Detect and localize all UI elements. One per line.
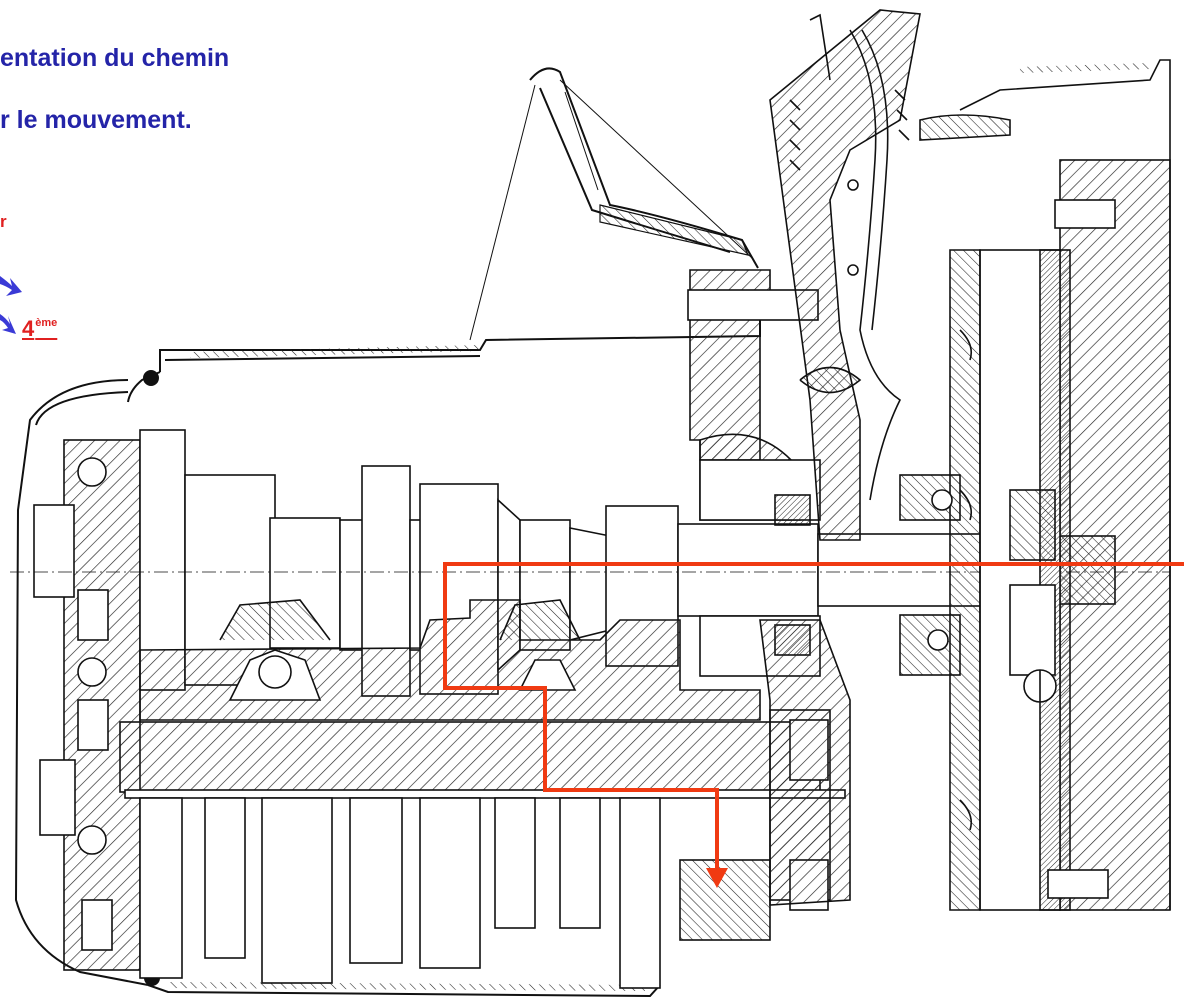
- curved-arrow-icon: [0, 276, 22, 296]
- layshaft: [119, 709, 846, 989]
- gear-number: 4: [22, 316, 35, 341]
- power-flow-path: [443, 562, 1184, 872]
- synchro-band: [139, 599, 761, 721]
- clutch-disc: [899, 159, 1171, 911]
- clutch-housing: [687, 9, 1171, 910]
- gear-suffix: ème: [35, 317, 58, 329]
- left-bearing-block: [33, 439, 141, 971]
- gear-label: 4ème: [22, 316, 57, 342]
- bell-housing-fin: [469, 67, 759, 341]
- legend-r-label: r: [0, 212, 7, 231]
- curved-arrow-icon: [0, 314, 16, 334]
- title-line-2: r le mouvement.: [0, 106, 192, 134]
- title-line-1: entation du chemin: [0, 44, 230, 72]
- arrow-down-icon: [706, 868, 728, 888]
- diaphragm-spring: [789, 29, 910, 501]
- blue-arrows: [0, 276, 22, 334]
